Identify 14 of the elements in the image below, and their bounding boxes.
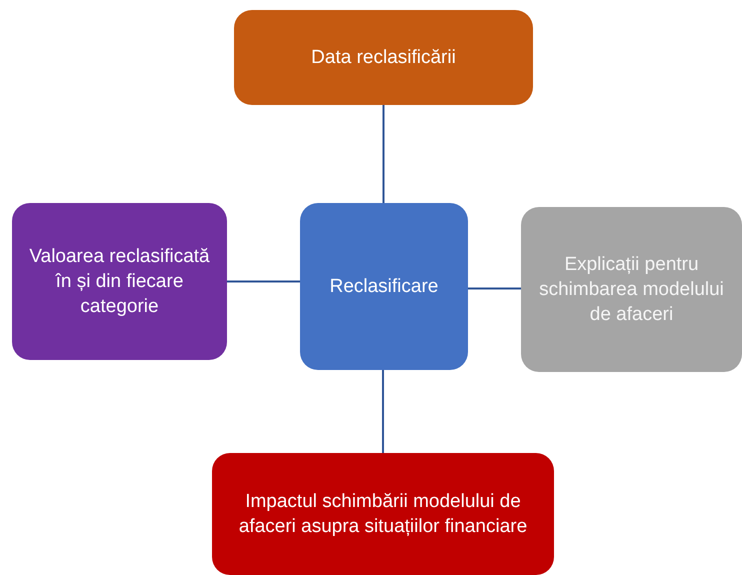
box-label: Impactul schimbării modelului de afaceri asupra situațiilor financiare [238, 490, 528, 539]
rounded-box [12, 203, 227, 360]
connector-line [382, 370, 384, 453]
box-label: Data reclasificării [311, 46, 456, 70]
box-label: Valoarea reclasificată în și din fiecare categorie [28, 244, 211, 320]
box-label: Explicații pentru schimbarea modelului de afaceri [538, 252, 725, 328]
connector-line [382, 105, 384, 203]
rounded-box [234, 10, 533, 105]
rounded-box [300, 203, 468, 370]
rounded-box [521, 207, 742, 372]
connector-line [227, 280, 300, 282]
box-label: Reclasificare [330, 274, 438, 299]
rounded-box [212, 453, 554, 575]
connector-line [468, 288, 521, 290]
